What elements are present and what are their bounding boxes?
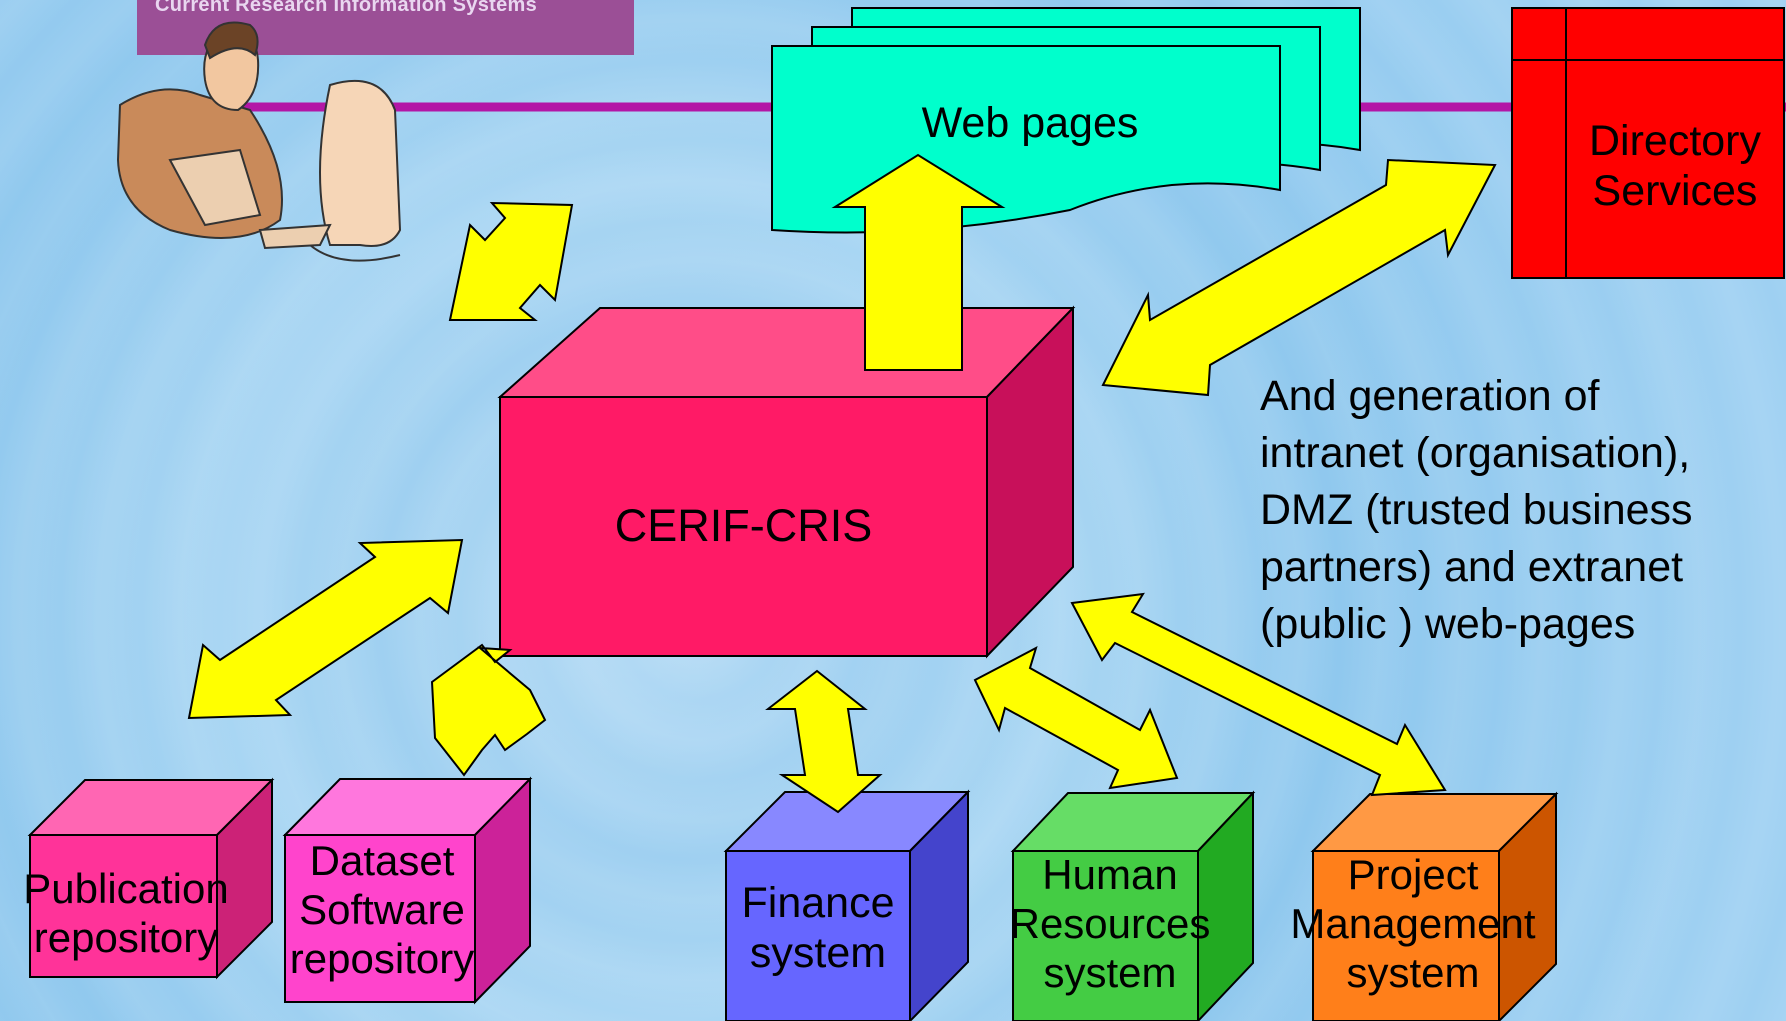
finance-label: Finance system [716,878,920,979]
project-label-line-3: system [1346,949,1480,997]
arrow-hr-link [973,646,1179,790]
note-line-1: And generation of [1260,372,1600,420]
hr-cube [1010,790,1256,1021]
web-pages-label: Web pages [921,99,1139,147]
project-label: Project Management system [1268,850,1558,997]
note-line-4: partners) and extranet [1260,543,1684,591]
dataset-label: Dataset Software repository [272,836,492,983]
arrow-publication-link [187,538,464,720]
project-cube [1310,791,1559,1021]
arrow-up-to-web [831,153,1006,371]
generation-note: And generation of intranet (organisation… [1260,368,1780,653]
banner-text: Current Research Information Systems [155,0,538,16]
project-label-line-1: Project [1347,851,1479,898]
dataset-label-line-1: Dataset [309,837,455,884]
finance-cube [723,789,971,1021]
hr-label-line-2: Resources [1009,900,1211,948]
dataset-cube [282,776,533,1005]
cerif-cris-box [497,305,1076,659]
hr-label-line-3: system [1043,949,1177,997]
publication-label: Publication repository [0,864,252,962]
dataset-label-line-3: repository [289,935,475,983]
publication-cube [27,777,275,980]
project-label-line-2: Management [1290,900,1536,948]
directory-services-shape [1511,7,1785,279]
publication-label-line-2: repository [33,914,219,962]
directory-label-line-2: Services [1592,167,1758,216]
directory-label-line-1: Directory [1588,117,1762,165]
arrow-finance-link [765,669,883,814]
user-at-computer-icon [116,21,402,262]
arrow-dataset-link [430,643,547,777]
arrow-directory-link [1101,158,1497,397]
finance-label-line-1: Finance [741,879,895,927]
directory-services-label: Directory Services [1566,116,1784,217]
publication-label-line-1: Publication [23,865,229,912]
note-line-5: (public ) web-pages [1260,600,1636,648]
hr-label: Human Resources system [985,850,1235,997]
dataset-label-line-2: Software [299,886,465,934]
finance-label-line-2: system [749,929,887,978]
note-line-3: DMZ (trusted business [1260,486,1693,534]
arrow-user-link [448,201,574,321]
hr-label-line-1: Human [1042,851,1178,898]
cerif-cris-label: CERIF-CRIS [614,500,873,551]
arrow-project-link [1070,592,1447,797]
note-line-2: intranet (organisation), [1260,429,1691,477]
